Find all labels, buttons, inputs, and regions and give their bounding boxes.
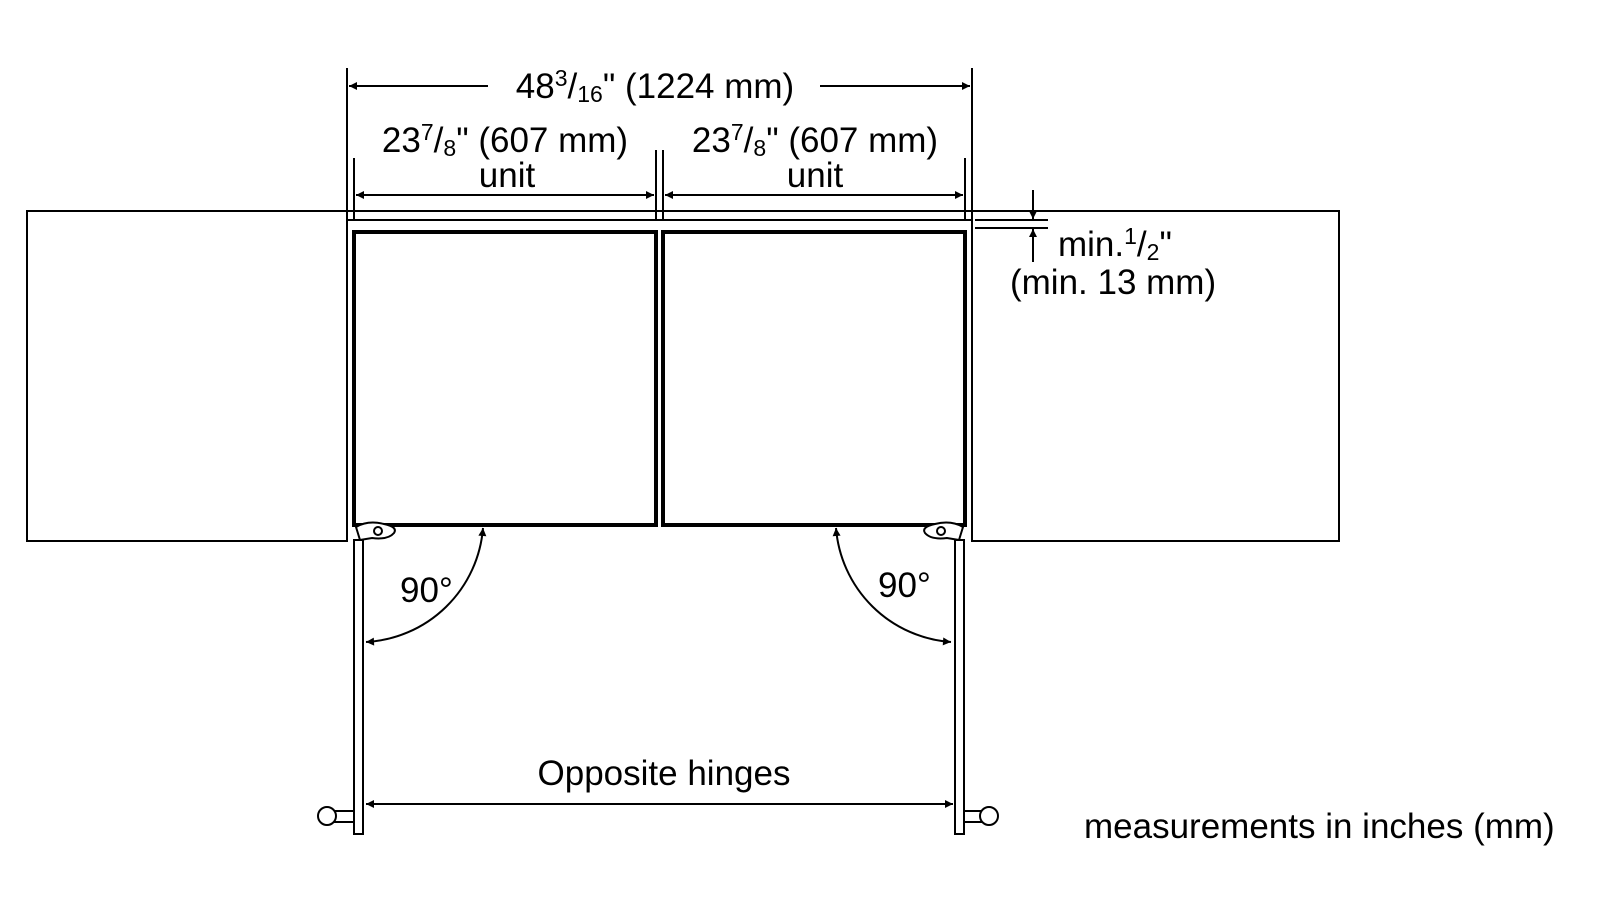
units-note: measurements in inches (mm) [1084,807,1555,846]
right-cabinet [971,210,1340,542]
overall-width-label: 483/16" (1224 mm) [516,65,794,107]
left-door [353,539,364,835]
left-angle-label: 90° [400,571,453,610]
left-unit [352,230,658,527]
right-door [954,539,965,835]
left-cabinet [26,210,348,542]
right-unit-width-label: 237/8" (607 mm) [692,119,938,161]
left-hinge [354,521,396,542]
right-swing-arc [832,527,952,646]
right-unit-caption: unit [787,156,844,195]
right-angle-label: 90° [878,566,931,605]
left-unit-width-label: 237/8" (607 mm) [382,119,628,161]
hinges-label: Opposite hinges [538,754,791,793]
left-swing-arc [365,527,487,646]
left-unit-caption: unit [479,156,536,195]
right-unit [661,230,967,527]
gap-metric-label: (min. 13 mm) [1010,263,1216,302]
top-panel [347,210,1048,229]
right-hinge [923,521,965,542]
right-door-handle [963,806,999,826]
left-door-handle [317,806,355,826]
extension-lines [346,68,973,220]
gap-label: min.1/2" [1058,223,1172,265]
